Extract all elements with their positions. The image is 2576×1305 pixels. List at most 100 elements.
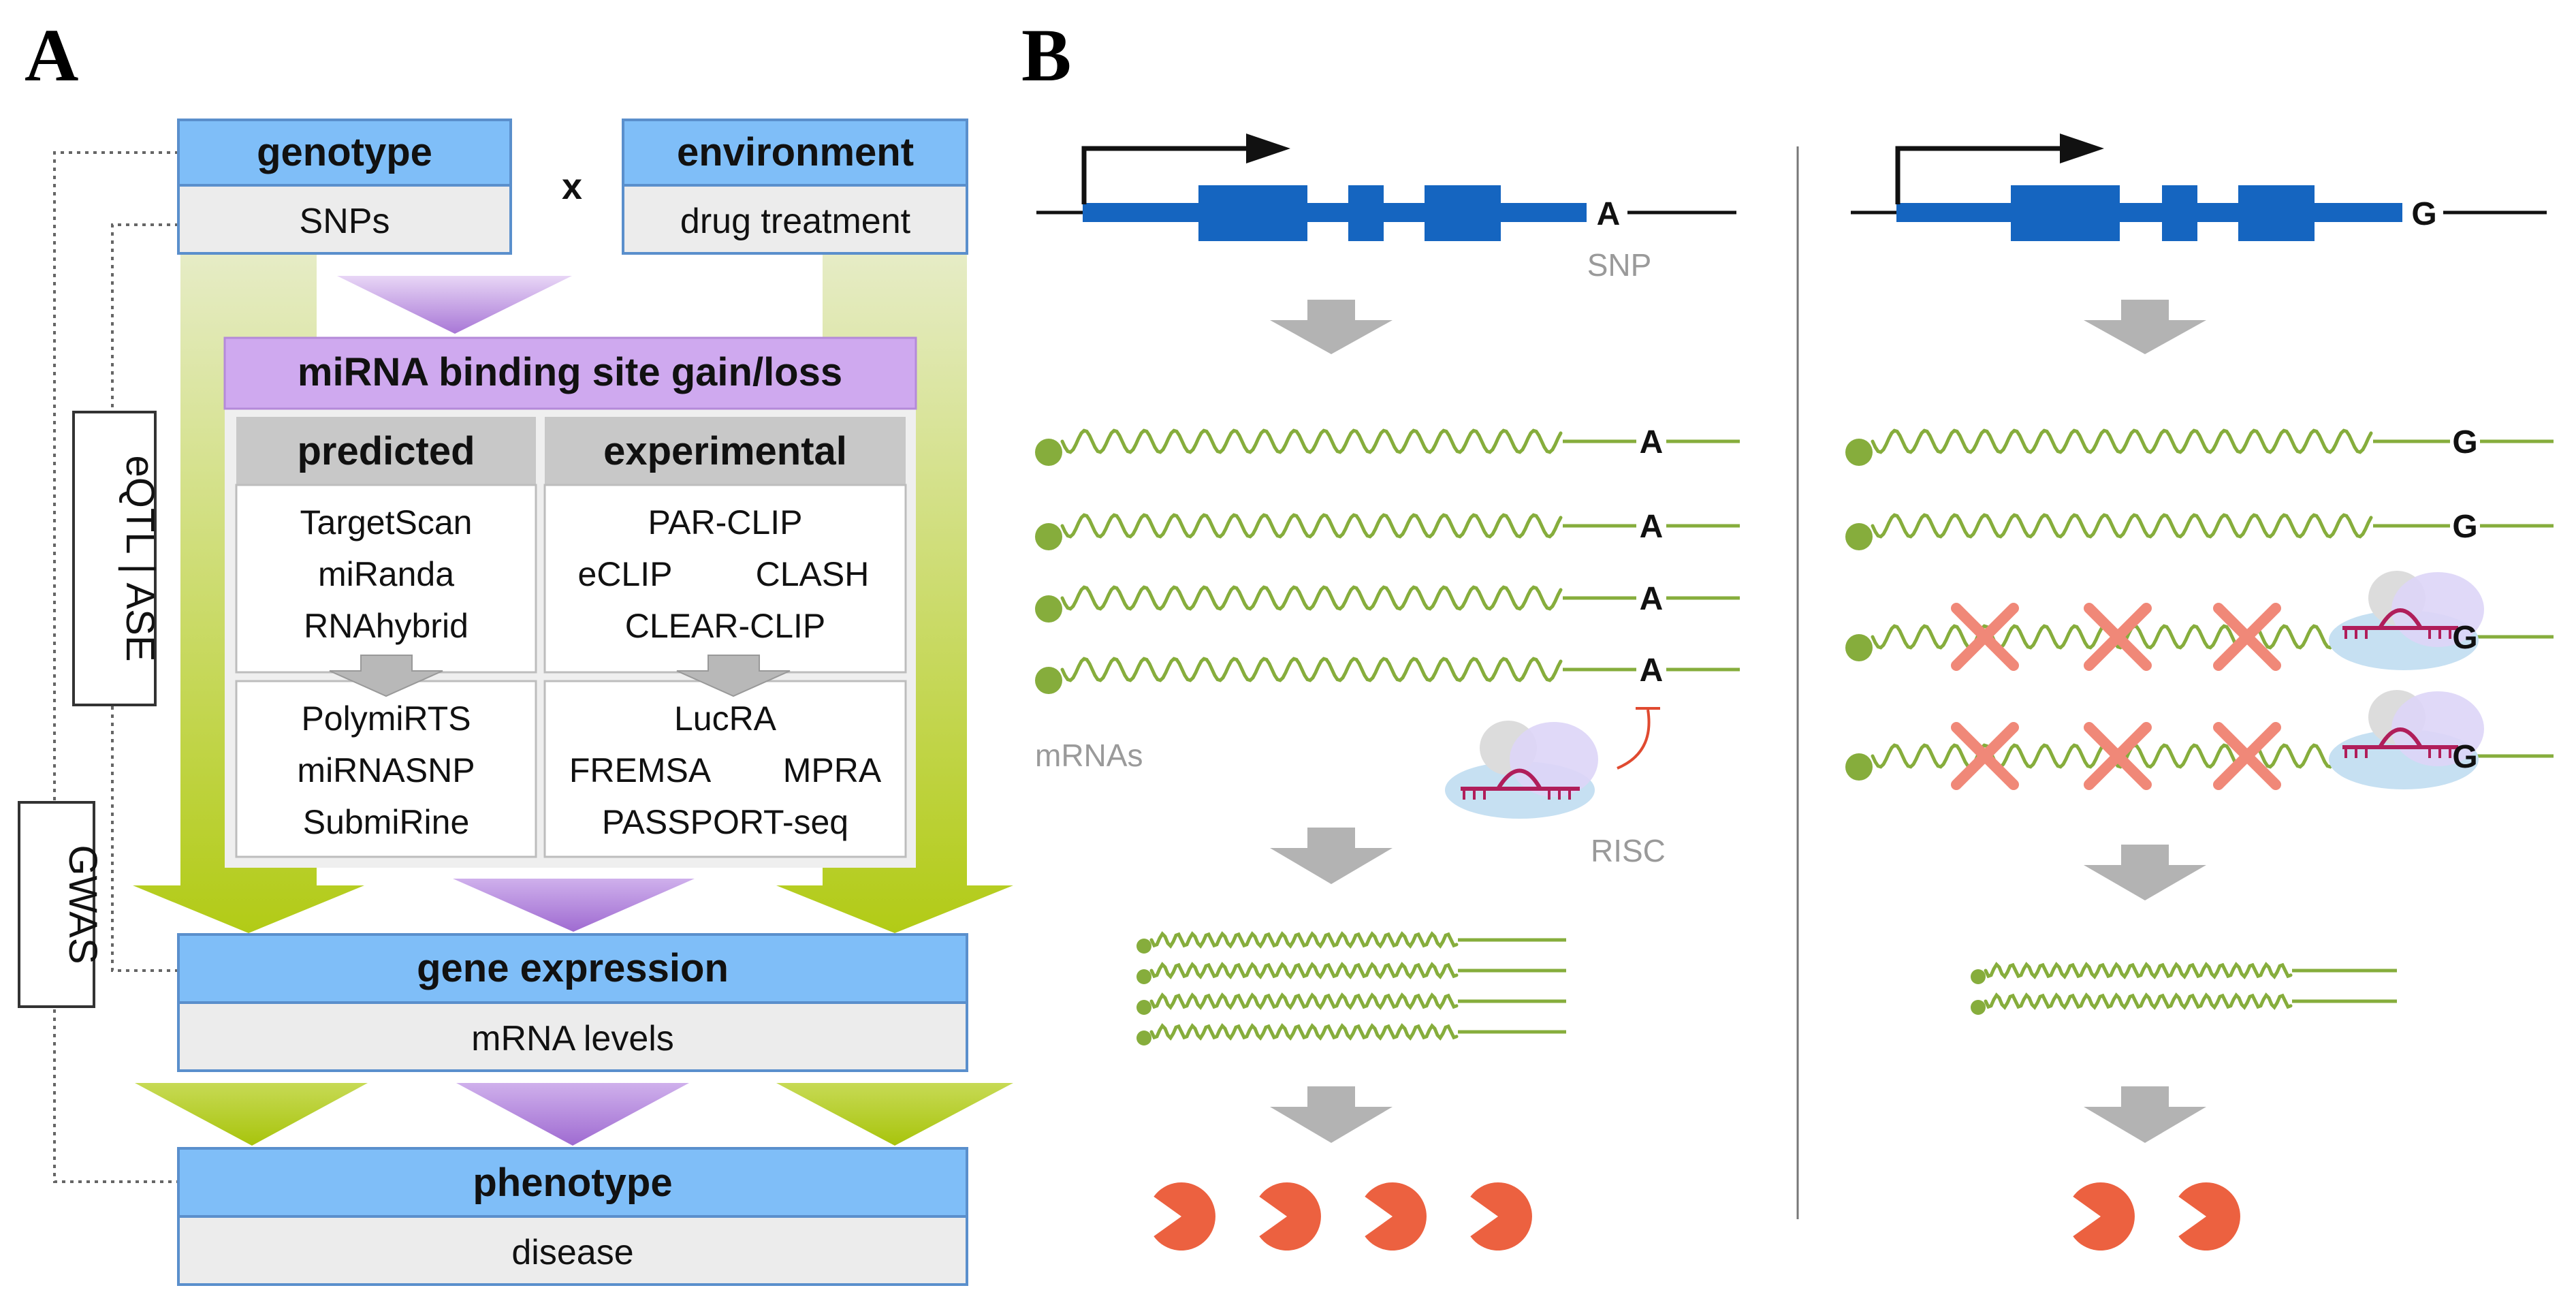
method-par-clip: PAR-CLIP xyxy=(648,503,803,541)
mrna-allele: G xyxy=(2452,509,2477,545)
gene-expression-box: gene expression mRNA levels xyxy=(177,933,968,1072)
short-mrna-left-4 xyxy=(1136,1023,1566,1045)
mrna-cap xyxy=(1035,595,1062,623)
purple-arrow-middle xyxy=(453,879,695,932)
mrna-body xyxy=(1871,428,2373,454)
mrna-allele: A xyxy=(1640,652,1664,689)
mrna-cap xyxy=(1136,1000,1151,1015)
assay-fremsa: FREMSA xyxy=(569,751,712,789)
mrna-allele: A xyxy=(1640,424,1664,460)
protein-pacman xyxy=(1154,1182,1215,1251)
mrna-cap xyxy=(1035,667,1062,694)
short-mrna-left-2 xyxy=(1136,962,1566,984)
protein-pacman xyxy=(1365,1182,1427,1251)
purple-arrow-lower xyxy=(456,1083,689,1146)
mrna-body xyxy=(1060,657,1563,682)
allele-left-gene: A xyxy=(1597,196,1621,232)
tool-targetscan: TargetScan xyxy=(300,503,473,541)
mrna-body xyxy=(1149,931,1459,949)
short-mrna-right-1 xyxy=(1971,962,2397,984)
db-mirnasnp: miRNASNP xyxy=(297,751,475,789)
panel-label-b: B xyxy=(1021,14,1071,97)
risc-label: RISC xyxy=(1591,833,1666,868)
method-clash: CLASH xyxy=(756,555,870,593)
mrna-cap xyxy=(1136,939,1151,954)
short-mrna-left-1 xyxy=(1136,931,1566,954)
mrna-allele: A xyxy=(1640,581,1664,617)
risc-complex xyxy=(2329,571,2484,670)
mrna-cap xyxy=(1845,523,1873,550)
repression-link xyxy=(1617,709,1651,770)
risc-complex-left xyxy=(1445,707,1660,819)
tool-miranda: miRanda xyxy=(318,555,454,593)
phenotype-sub: disease xyxy=(511,1233,633,1272)
mrna-body xyxy=(1060,513,1563,539)
promoter-arrow-right xyxy=(1895,146,2063,204)
gene-expression-title: gene expression xyxy=(417,946,729,990)
green-arrow-lower-right xyxy=(776,1083,1013,1146)
assay-mpra: MPRA xyxy=(783,751,882,789)
gwas-label-box: GWAS xyxy=(18,801,105,1008)
mrna-cap xyxy=(1971,969,1986,984)
predicted-title: predicted xyxy=(297,429,475,473)
environment-title: environment xyxy=(677,130,914,174)
blocked-site-cross xyxy=(1951,603,2019,671)
genotype-box: genotype SNPs xyxy=(177,119,512,255)
short-mrna-right-2 xyxy=(1971,992,2397,1015)
mrna-body xyxy=(1871,513,2373,539)
mrna-allele: G xyxy=(2452,739,2477,775)
assay-passport-seq: PASSPORT-seq xyxy=(602,803,848,841)
mrna-right-1: G xyxy=(1845,424,2554,466)
protein-pacman xyxy=(2073,1182,2135,1251)
grey-arrow-predicted xyxy=(329,655,443,697)
genotype-title: genotype xyxy=(257,130,432,174)
eqtl-ase-label-box: eQTL | ASE xyxy=(72,411,162,706)
grey-arrows xyxy=(1270,300,2206,1143)
db-polymirts: PolymiRTS xyxy=(301,699,471,738)
protein-left xyxy=(1154,1182,1532,1251)
mrna-right-bound-2: G xyxy=(1845,690,2554,790)
mrna-body xyxy=(1149,992,1459,1010)
eqtl-ase-label: eQTL | ASE xyxy=(118,455,162,661)
risc-complex xyxy=(2329,690,2484,789)
panel-label-a: A xyxy=(25,14,78,97)
mrna-cap xyxy=(1845,439,1873,466)
blocked-site-cross xyxy=(2084,722,2152,790)
blocked-site-cross xyxy=(2084,603,2152,671)
mrna-cap xyxy=(1845,634,1873,661)
promoter-arrow-left xyxy=(1081,146,1250,204)
mrnas-label: mRNAs xyxy=(1035,738,1143,773)
protein-right xyxy=(2073,1182,2240,1251)
environment-sub: drug treatment xyxy=(680,202,911,241)
mrna-left-2: A xyxy=(1035,508,1740,550)
mrna-left-1: A xyxy=(1035,424,1740,466)
mrna-body xyxy=(1984,992,2293,1010)
gene-right: G xyxy=(1851,133,2547,241)
method-clear-clip: CLEAR-CLIP xyxy=(625,607,826,645)
short-mrna-left-3 xyxy=(1136,992,1566,1015)
genotype-sub: SNPs xyxy=(300,202,390,241)
mrna-body xyxy=(1149,1023,1459,1041)
mrna-cap xyxy=(1136,969,1151,984)
mirna-binding-box: miRNA binding site gain/loss predicted T… xyxy=(223,336,917,868)
db-submirine: SubmiRine xyxy=(303,803,470,841)
green-arrow-lower-left xyxy=(135,1083,368,1146)
short-mrna-right xyxy=(1971,962,2397,1015)
mrna-body xyxy=(1060,428,1563,454)
mrna-left-3: A xyxy=(1035,580,1740,623)
protein-pacman xyxy=(1259,1182,1321,1251)
phenotype-title: phenotype xyxy=(473,1161,672,1205)
mrna-allele: G xyxy=(2452,424,2477,460)
protein-pacman xyxy=(1470,1182,1532,1251)
grey-arrow-experimental xyxy=(676,655,791,697)
phenotype-box: phenotype disease xyxy=(177,1147,968,1286)
mrna-body xyxy=(1984,962,2293,979)
tool-rnahybrid: RNAhybrid xyxy=(304,607,468,645)
times-symbol: x xyxy=(562,166,582,207)
snp-label: SNP xyxy=(1587,247,1652,283)
mrna-cap xyxy=(1845,753,1873,781)
gene-left: A SNP xyxy=(1036,133,1736,283)
